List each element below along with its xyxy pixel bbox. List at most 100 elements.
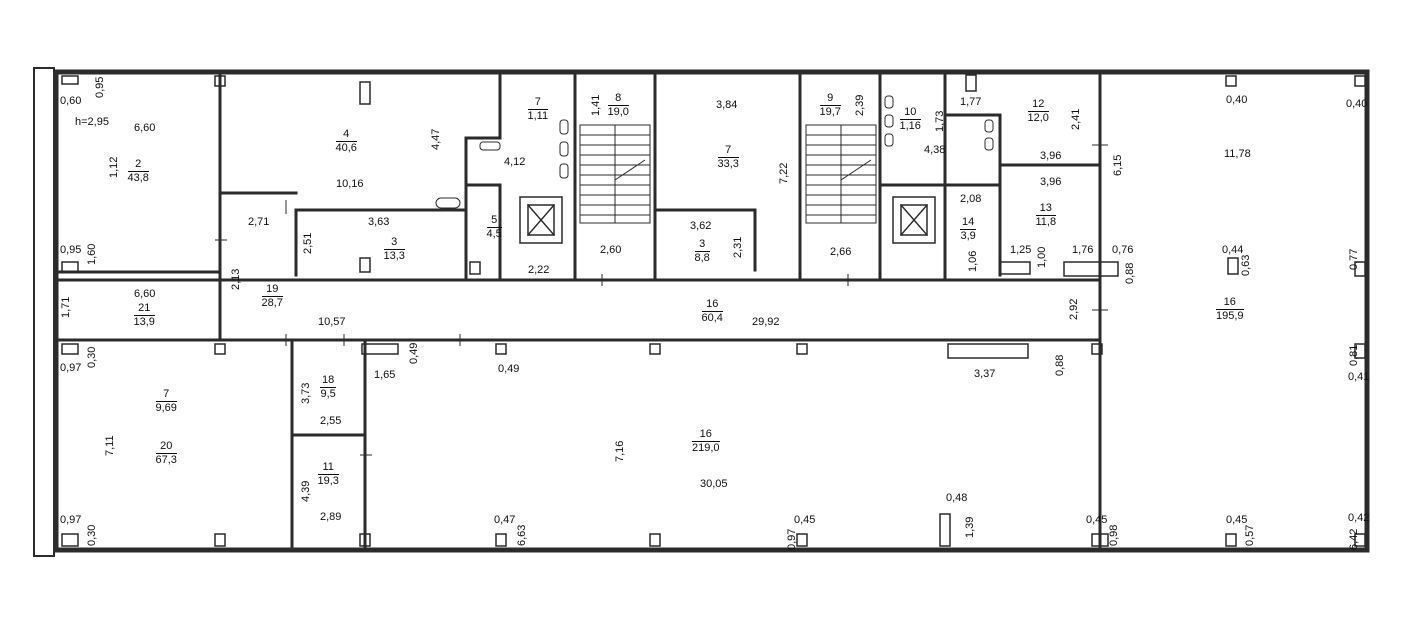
dimension-label: 10,57 <box>318 316 346 328</box>
dimension-label: 2,22 <box>528 264 550 276</box>
dimension-label: 1,73 <box>934 110 946 132</box>
dimension-label: 0,40 <box>1346 98 1368 110</box>
dimension-label: 10,16 <box>336 178 364 190</box>
dimension-label: 1,41 <box>590 94 602 116</box>
dimension-label: 3,63 <box>368 216 390 228</box>
interior-walls <box>54 70 1102 552</box>
dimension-label: 2,66 <box>830 246 852 258</box>
dimension-label: 3,96 <box>1040 176 1062 188</box>
elevator-shaft <box>519 196 936 244</box>
dimension-label: 2,92 <box>1068 298 1080 320</box>
dimension-label: 0,95 <box>60 244 82 256</box>
dimension-label: 0,45 <box>1086 514 1108 526</box>
dimension-label: 2,89 <box>320 511 342 523</box>
dimension-label: 0,49 <box>408 342 420 364</box>
dimension-label: 0,76 <box>1112 244 1134 256</box>
dimension-label: 6,15 <box>1112 154 1124 176</box>
dimension-label: 0,42 <box>1348 512 1370 524</box>
ceiling-height-label: h=2,95 <box>75 116 109 128</box>
dimension-label: 7,11 <box>104 435 116 456</box>
staircase-left <box>579 124 651 224</box>
dimension-label: 1,39 <box>964 516 976 538</box>
outer-wall <box>53 69 1370 553</box>
dimension-label: 0,88 <box>1124 262 1136 284</box>
dimension-label: 4,47 <box>430 128 442 150</box>
dimension-label: 0,60 <box>60 95 82 107</box>
dimension-label: 7,16 <box>614 440 626 462</box>
dimension-label: 1,77 <box>960 96 982 108</box>
dimension-label: 1,76 <box>1072 244 1094 256</box>
dimension-label: 3,37 <box>974 368 996 380</box>
dimension-label: 2,71 <box>248 216 270 228</box>
dimension-label: 4,38 <box>924 144 946 156</box>
dimension-label: 0,81 <box>1348 344 1360 366</box>
columns <box>61 74 1366 547</box>
dimension-label: 0,97 <box>60 362 82 374</box>
dimension-label: 1,60 <box>86 243 98 265</box>
dimension-label: 0,49 <box>498 363 520 375</box>
dimension-label: 0,41 <box>1348 371 1370 383</box>
dimension-ticks <box>215 144 1108 456</box>
dimension-label: 7,22 <box>778 162 790 184</box>
dimension-label: 1,25 <box>1010 244 1032 256</box>
dimension-label: 1,00 <box>1036 246 1048 268</box>
dimension-label: 1,71 <box>60 296 72 318</box>
dimension-label: 0,47 <box>494 514 516 526</box>
outer-wall-left-band <box>33 67 55 557</box>
dimension-label: 2,31 <box>732 236 744 258</box>
dimension-label: 2,08 <box>960 193 982 205</box>
dimension-label: 6,63 <box>516 524 528 546</box>
dimension-label: 1,65 <box>374 369 396 381</box>
dimension-label: 6,60 <box>134 122 156 134</box>
toilets <box>435 95 994 209</box>
dimension-label: 0,97 <box>786 528 798 550</box>
dimension-label: 3,73 <box>300 382 312 404</box>
dimension-label: 2,51 <box>302 232 314 254</box>
dimension-label: 2,39 <box>854 94 866 116</box>
dimension-label: 0,97 <box>60 514 82 526</box>
dimension-label: 0,95 <box>94 76 106 98</box>
dimension-label: 11,78 <box>1224 148 1251 160</box>
dimension-label: 0,40 <box>1226 94 1248 106</box>
dimension-label: 30,05 <box>700 478 728 490</box>
dimension-label: 4,12 <box>504 156 526 168</box>
dimension-label: 0,57 <box>1244 524 1256 546</box>
dimension-label: 0,44 <box>1222 244 1244 256</box>
dimension-label: 0,88 <box>1054 354 1066 376</box>
dimension-label: 0,48 <box>946 492 968 504</box>
dimension-label: 2,41 <box>1070 108 1082 130</box>
dimension-label: 2,55 <box>320 415 342 427</box>
dimension-label: 6,42 <box>1348 528 1360 550</box>
dimension-label: 2,13 <box>230 268 242 290</box>
dimension-label: 1,06 <box>967 250 979 272</box>
dimension-label: 29,92 <box>752 316 780 328</box>
dimension-label: 3,96 <box>1040 150 1062 162</box>
dimension-label: 3,84 <box>716 99 738 111</box>
staircase-right <box>805 124 877 224</box>
dimension-label: 3,62 <box>690 220 712 232</box>
dimension-label: 2,60 <box>600 244 622 256</box>
dimension-label: 1,12 <box>108 156 120 178</box>
